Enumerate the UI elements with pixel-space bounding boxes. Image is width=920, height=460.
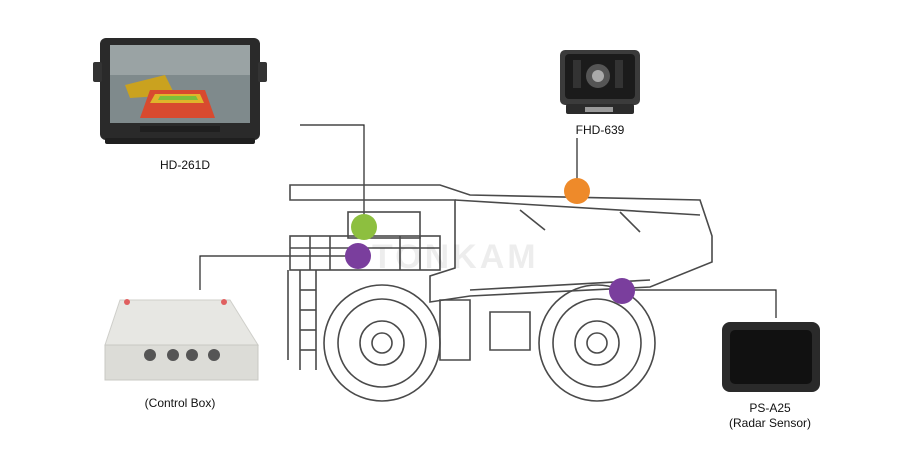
radar-caption-label: (Radar Sensor) bbox=[728, 416, 812, 430]
camera-icon bbox=[560, 50, 640, 114]
control-box-label: (Control Box) bbox=[144, 396, 216, 410]
camera-label: FHD-639 bbox=[575, 123, 625, 137]
radar-model-label: PS-A25 bbox=[749, 401, 791, 415]
monitor-label: HD-261D bbox=[159, 158, 210, 172]
radar-connection-marker bbox=[609, 278, 635, 304]
monitor-connection-marker bbox=[351, 214, 377, 240]
dump-truck-outline bbox=[287, 184, 713, 402]
radar-label: PS-A25 (Radar Sensor) bbox=[700, 401, 840, 431]
control-box-icon bbox=[104, 299, 259, 381]
camera-connection-marker bbox=[564, 178, 590, 204]
watermark-text: TONKAM bbox=[372, 238, 539, 276]
connector-lines bbox=[199, 124, 777, 318]
control-box-connection-marker bbox=[345, 243, 371, 269]
monitor-icon bbox=[93, 38, 267, 144]
radar-sensor-icon bbox=[722, 322, 820, 392]
